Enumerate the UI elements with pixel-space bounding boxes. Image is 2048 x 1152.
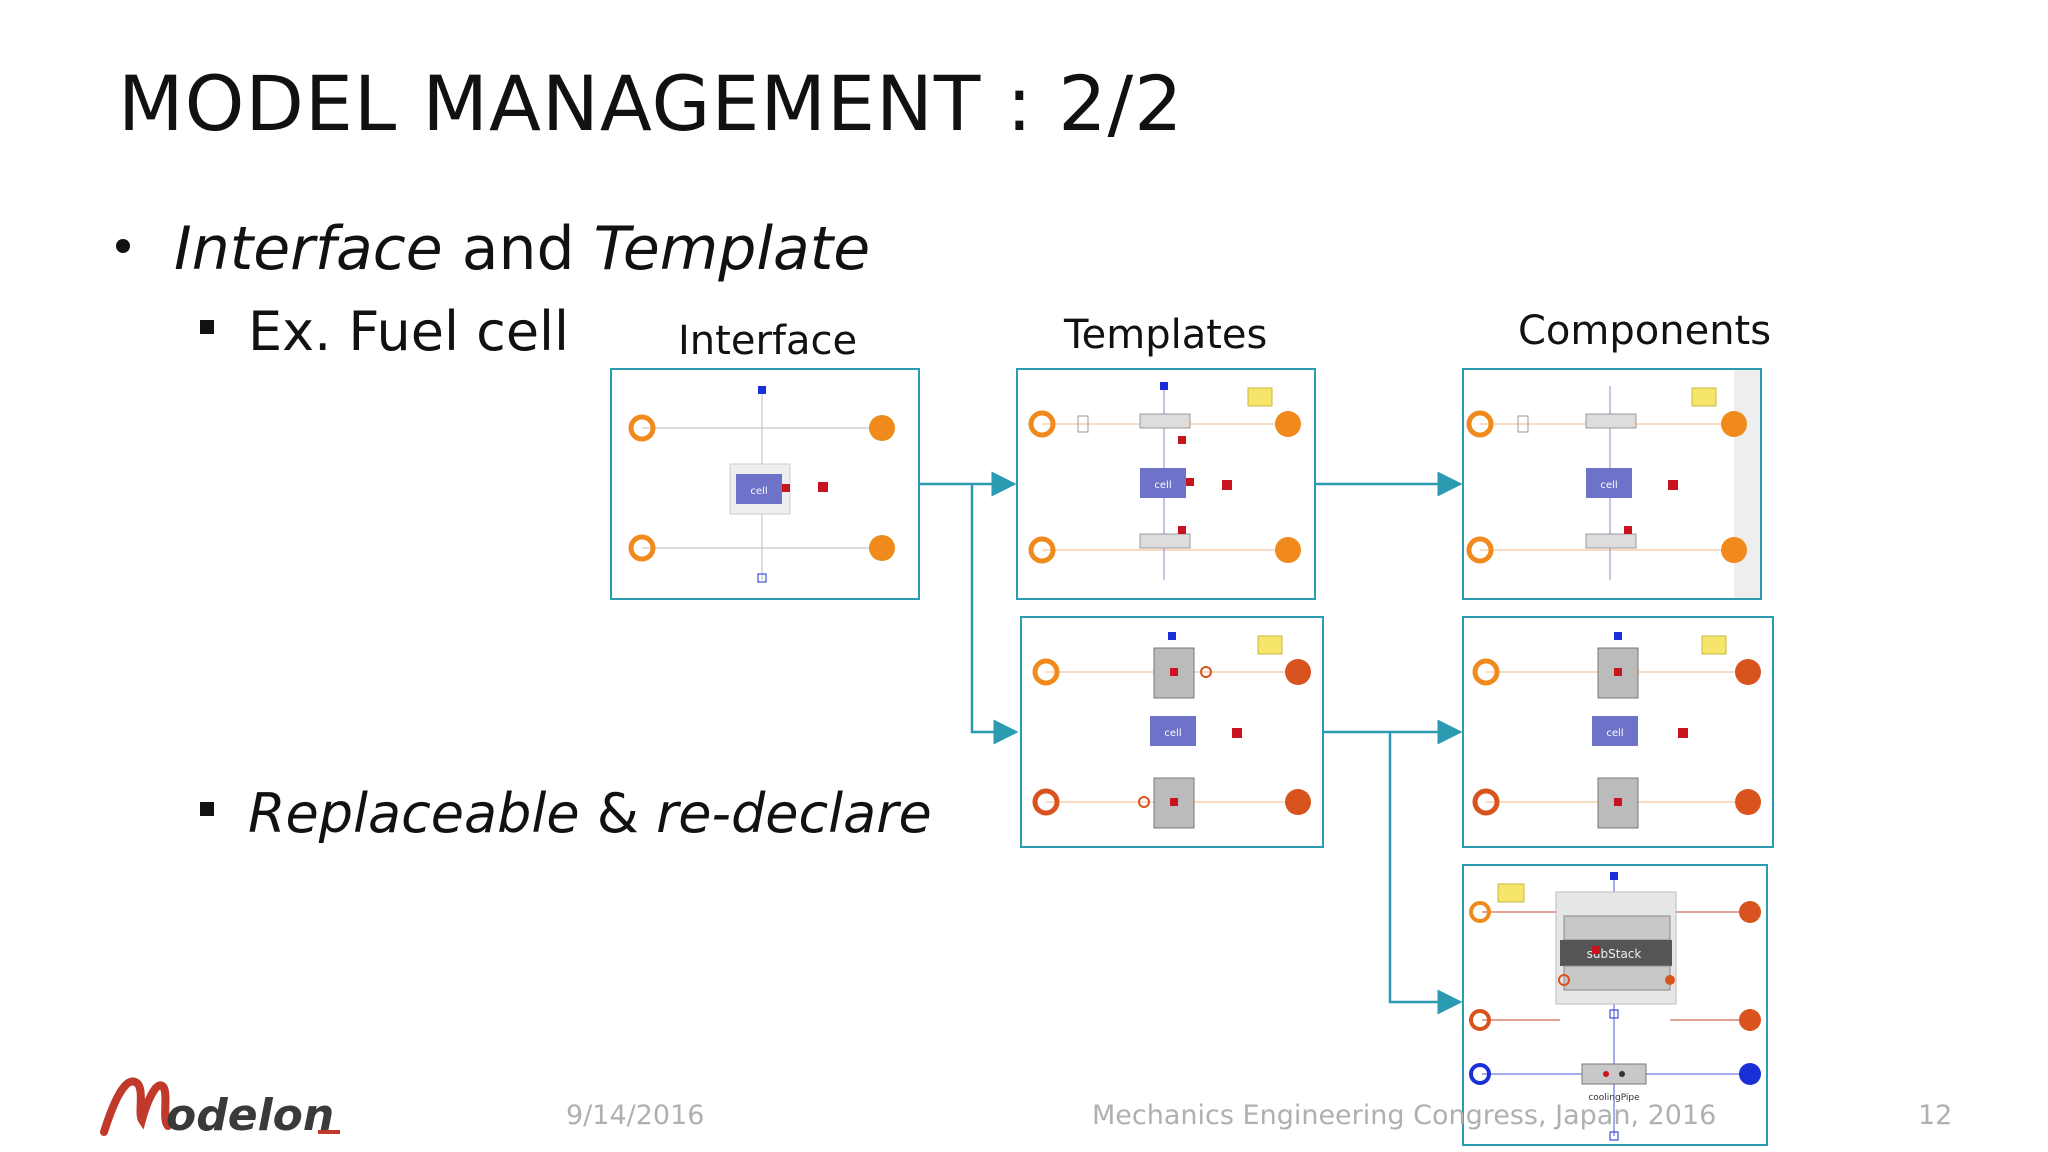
bullet-word-template: Template (593, 214, 871, 284)
sub-bullet-joiner: & (579, 782, 657, 845)
cell-label: cell (1606, 728, 1623, 739)
summary-icon (1247, 387, 1273, 407)
port-drain-cathode-icon (1285, 789, 1311, 815)
sub-bullet-square (200, 320, 214, 335)
cell-label: cell (1600, 480, 1617, 491)
panel-component-2: cell (1462, 616, 1774, 848)
bullet-joiner: and (442, 214, 594, 284)
substack-block-icon (1560, 940, 1672, 966)
heat-port-icon (1232, 728, 1242, 738)
arrow-template2-to-component3 (1388, 732, 1463, 1015)
logo-text: odelon (166, 1090, 334, 1141)
pin-n-icon (757, 573, 767, 583)
port-drain-cathode-icon (1721, 537, 1747, 563)
port-coolant-in-icon (1469, 1063, 1491, 1085)
heat-port-icon (1668, 480, 1678, 490)
port-feed-anode-icon (1028, 410, 1056, 438)
anode-channel-icon (1139, 413, 1191, 429)
heat-port-icon (1678, 728, 1688, 738)
cell-label: cell (1154, 480, 1171, 491)
port-feed-anode-icon (1469, 901, 1491, 923)
panel-component-1: cell (1462, 368, 1762, 600)
port-feed-cathode-icon (1472, 788, 1500, 816)
port-feed-cathode-icon (1469, 1009, 1491, 1031)
port-feed-anode-icon (1032, 658, 1060, 686)
port-drain-anode-icon (1739, 901, 1761, 923)
bullet-word-interface: Interface (174, 214, 443, 284)
port-feed-cathode-icon (1028, 536, 1056, 564)
modelon-logo: odelon (98, 1054, 348, 1144)
cell-block-icon (1586, 468, 1632, 498)
arrow-interface-to-template2 (970, 484, 1019, 745)
bullet-dot (116, 239, 130, 254)
port-feed-cathode-icon (1466, 536, 1494, 564)
port-feed-cathode-icon (1032, 788, 1060, 816)
summary-icon (1691, 387, 1717, 407)
cell-label: cell (750, 486, 767, 497)
heat-port-icon (1222, 480, 1232, 490)
cathode-channel-icon (1139, 533, 1191, 549)
template2-diagram: cell (1032, 632, 1311, 829)
port-drain-cathode-icon (869, 535, 895, 561)
port-drain-cathode-icon (1275, 537, 1301, 563)
cathode-channel-icon (1585, 533, 1637, 549)
summary-icon (1701, 635, 1727, 655)
cell-block-icon (1140, 468, 1186, 498)
port-feed-anode-icon (1466, 410, 1494, 438)
sub-bullet-square (200, 802, 214, 817)
footer-date: 9/14/2016 (566, 1100, 705, 1131)
summary-icon (1257, 635, 1283, 655)
sensor-icon (1077, 415, 1089, 433)
column-header-interface: Interface (678, 318, 858, 364)
anode-channel-icon (1585, 413, 1637, 429)
footer-conference: Mechanics Engineering Congress, Japan, 2… (1092, 1100, 1717, 1131)
cell-block-icon (736, 474, 782, 504)
port-drain-cathode-icon (1739, 1009, 1761, 1031)
cooling-pipe-label: coolingPipe (1588, 1093, 1640, 1103)
sub-bullet-word-replaceable: Replaceable (248, 782, 580, 845)
cooling-pipe-icon (1581, 1063, 1647, 1085)
cell-block-icon (1592, 716, 1638, 746)
column-header-templates: Templates (1064, 312, 1268, 358)
component1-diagram: cell (1466, 370, 1760, 598)
component2-diagram: cell (1472, 632, 1761, 829)
heat-port-icon (818, 482, 828, 492)
port-drain-anode-icon (869, 415, 895, 441)
panel-interface: cell (610, 368, 920, 600)
cell-block-icon (1150, 716, 1196, 746)
port-drain-anode-icon (1721, 411, 1747, 437)
template1-diagram: cell (1028, 382, 1301, 580)
column-header-components: Components (1518, 308, 1772, 354)
sub-bullet-fuel-cell: Ex. Fuel cell (200, 300, 569, 363)
port-coolant-out-icon (1739, 1063, 1761, 1085)
port-drain-anode-icon (1285, 659, 1311, 685)
summary-icon (1497, 883, 1525, 903)
cell-label: cell (1164, 728, 1181, 739)
component3-diagram: subStack coolingPipe (1469, 872, 1761, 1141)
pin-p-icon (758, 386, 766, 394)
panel-template-2: cell (1020, 616, 1324, 848)
modelon-logo-icon: odelon (100, 1077, 340, 1141)
sub-bullet-replaceable: Replaceable & re-declare (200, 782, 932, 845)
bullet-interface-template: Interface and Template (116, 214, 870, 284)
panel-component-3: subStack coolingPipe (1462, 864, 1768, 1146)
interface-diagram: cell (628, 386, 895, 583)
port-drain-anode-icon (1735, 659, 1761, 685)
port-drain-cathode-icon (1735, 789, 1761, 815)
footer-page-number: 12 (1918, 1100, 1953, 1131)
port-drain-anode-icon (1275, 411, 1301, 437)
sub-bullet-text: Ex. Fuel cell (248, 300, 570, 363)
panel-template-1: cell (1016, 368, 1316, 600)
port-feed-anode-icon (628, 414, 656, 442)
slide-title: MODEL MANAGEMENT : 2/2 (118, 59, 1184, 148)
sensor-icon (1517, 415, 1529, 433)
port-feed-cathode-icon (628, 534, 656, 562)
port-feed-anode-icon (1472, 658, 1500, 686)
substack-label: subStack (1587, 947, 1642, 961)
sub-bullet-word-redeclare: re-declare (656, 782, 932, 845)
